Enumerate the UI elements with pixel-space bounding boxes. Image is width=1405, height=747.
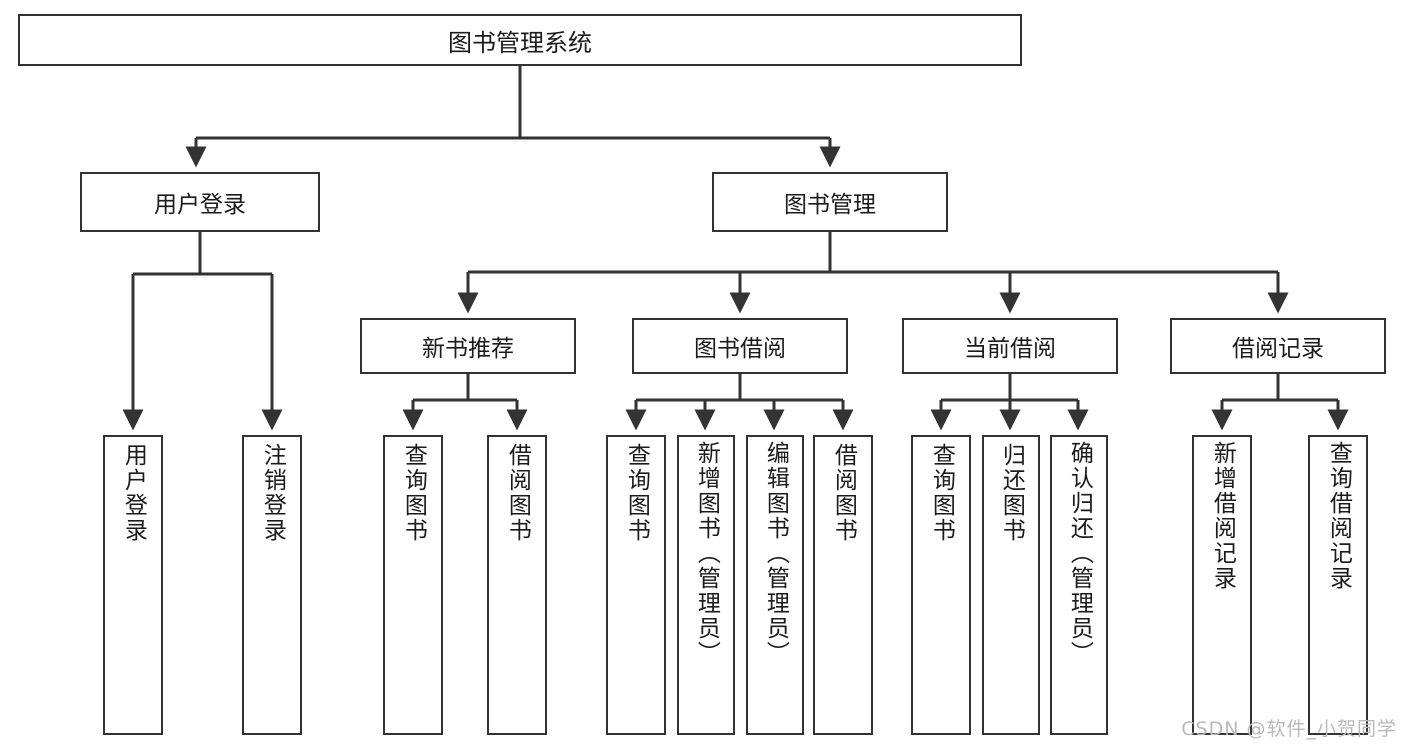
node-label: 图书管理系统 xyxy=(448,28,592,57)
leaf-query-book-current[interactable]: 查询图书 xyxy=(911,435,971,735)
node-borrow-record[interactable]: 借阅记录 xyxy=(1170,318,1386,374)
leaf-return-book[interactable]: 归还图书 xyxy=(982,435,1040,735)
leaf-label: 借阅图书 xyxy=(830,443,857,543)
node-label: 当前借阅 xyxy=(964,336,1056,362)
leaf-query-book-recommend[interactable]: 查询图书 xyxy=(383,435,443,735)
leaf-label: 归还图书 xyxy=(998,443,1025,543)
leaf-label: 查询图书 xyxy=(928,443,955,543)
node-user-login[interactable]: 用户登录 xyxy=(80,172,320,232)
leaf-edit-book-admin[interactable]: 编辑图书（管理员） xyxy=(746,435,804,735)
node-label: 新书推荐 xyxy=(422,336,514,362)
node-new-book-recommend[interactable]: 新书推荐 xyxy=(360,318,576,374)
node-current-borrow[interactable]: 当前借阅 xyxy=(902,318,1118,374)
leaf-label: 查询图书 xyxy=(400,443,427,543)
leaf-confirm-return-admin[interactable]: 确认归还（管理员） xyxy=(1050,435,1108,735)
leaf-label: 编辑图书（管理员） xyxy=(762,441,789,666)
node-label: 图书管理 xyxy=(784,192,876,218)
leaf-label: 新增借阅记录 xyxy=(1209,441,1236,591)
leaf-borrow-book-recommend[interactable]: 借阅图书 xyxy=(487,435,547,735)
leaf-query-book-borrow[interactable]: 查询图书 xyxy=(606,435,666,735)
node-label: 图书借阅 xyxy=(694,336,786,362)
leaf-label: 新增图书（管理员） xyxy=(693,441,720,666)
leaf-label: 借阅图书 xyxy=(504,443,531,543)
node-book-borrow[interactable]: 图书借阅 xyxy=(632,318,848,374)
leaf-add-book-admin[interactable]: 新增图书（管理员） xyxy=(677,435,735,735)
leaf-query-borrow-record[interactable]: 查询借阅记录 xyxy=(1308,435,1368,735)
leaf-borrow-book[interactable]: 借阅图书 xyxy=(813,435,873,735)
node-book-management[interactable]: 图书管理 xyxy=(712,172,948,232)
node-label: 借阅记录 xyxy=(1232,336,1324,362)
leaf-logout[interactable]: 注销登录 xyxy=(242,435,302,735)
leaf-add-borrow-record[interactable]: 新增借阅记录 xyxy=(1192,435,1252,735)
leaf-label: 用户登录 xyxy=(120,443,147,543)
leaf-label: 查询图书 xyxy=(623,443,650,543)
leaf-label: 注销登录 xyxy=(259,443,286,543)
leaf-user-login[interactable]: 用户登录 xyxy=(103,435,163,735)
leaf-label: 确认归还（管理员） xyxy=(1066,441,1093,666)
leaf-label: 查询借阅记录 xyxy=(1325,441,1352,591)
node-book-management-system[interactable]: 图书管理系统 xyxy=(18,14,1022,66)
node-label: 用户登录 xyxy=(154,192,246,218)
